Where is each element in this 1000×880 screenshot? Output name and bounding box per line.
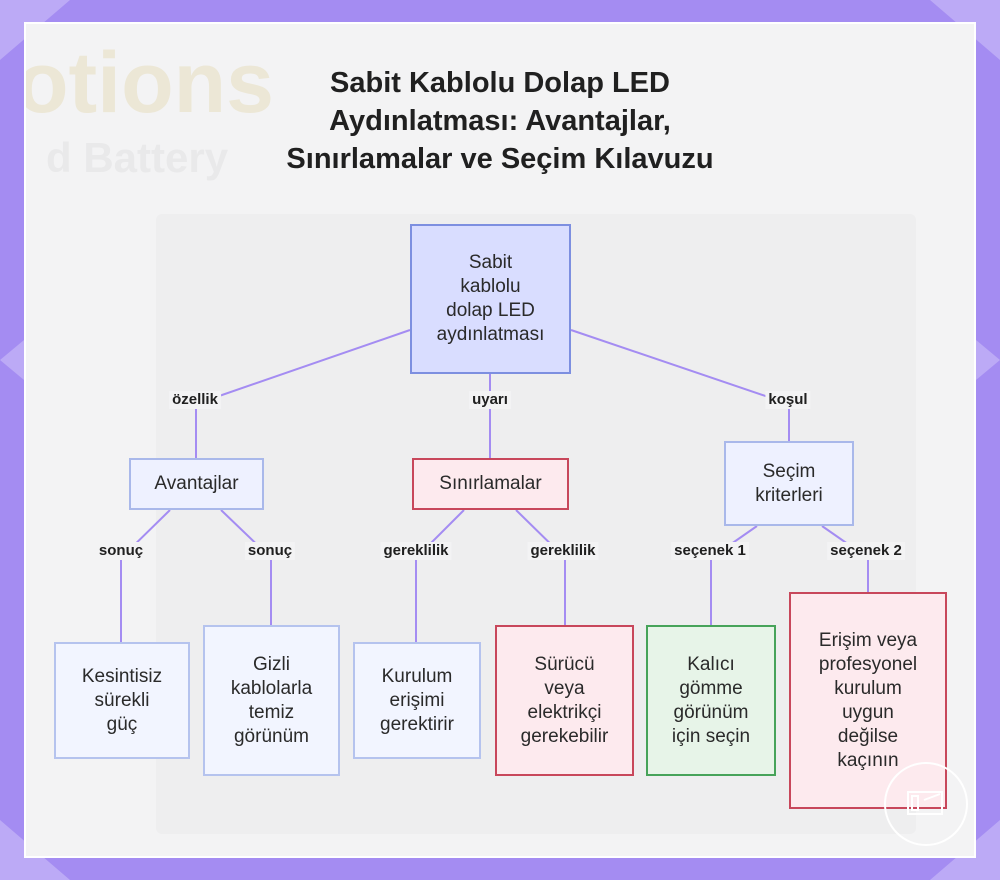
node-limitations: Sınırlamalar [412, 458, 569, 510]
node-hidden-cables: Gizli kablolarla temiz görünüm [203, 625, 340, 776]
edge-limitations-install [416, 510, 464, 642]
edge-root-criteria [571, 330, 789, 441]
edge-label-requirement-1: gereklilik [380, 542, 451, 560]
node-criteria: Seçim kriterleri [724, 441, 854, 526]
edge-label-result-1: sonuç [96, 542, 146, 560]
edge-label-option-1: seçenek 1 [671, 542, 749, 560]
node-install-access: Kurulum erişimi gerektirir [353, 642, 481, 759]
node-driver-electrician: Sürücü veya elektrikçi gerekebilir [495, 625, 634, 776]
edge-label-result-2: sonuç [245, 542, 295, 560]
edge-root-advantages [196, 330, 410, 458]
edge-label-option-2: seçenek 2 [827, 542, 905, 560]
edge-advantages-power [121, 510, 170, 642]
edge-label-feature: özellik [169, 391, 221, 409]
edge-label-warning: uyarı [469, 391, 511, 409]
edge-advantages-cables [221, 510, 271, 625]
edge-criteria-permanent [711, 526, 757, 625]
edge-label-requirement-2: gereklilik [527, 542, 598, 560]
edge-limitations-driver [516, 510, 565, 625]
node-continuous-power: Kesintisiz sürekli güç [54, 642, 190, 759]
edge-label-condition: koşul [765, 391, 810, 409]
node-root: Sabit kablolu dolap LED aydınlatması [410, 224, 571, 374]
watermark-badge-icon [884, 762, 968, 846]
node-permanent-look: Kalıcı gömme görünüm için seçin [646, 625, 776, 776]
node-advantages: Avantajlar [129, 458, 264, 510]
